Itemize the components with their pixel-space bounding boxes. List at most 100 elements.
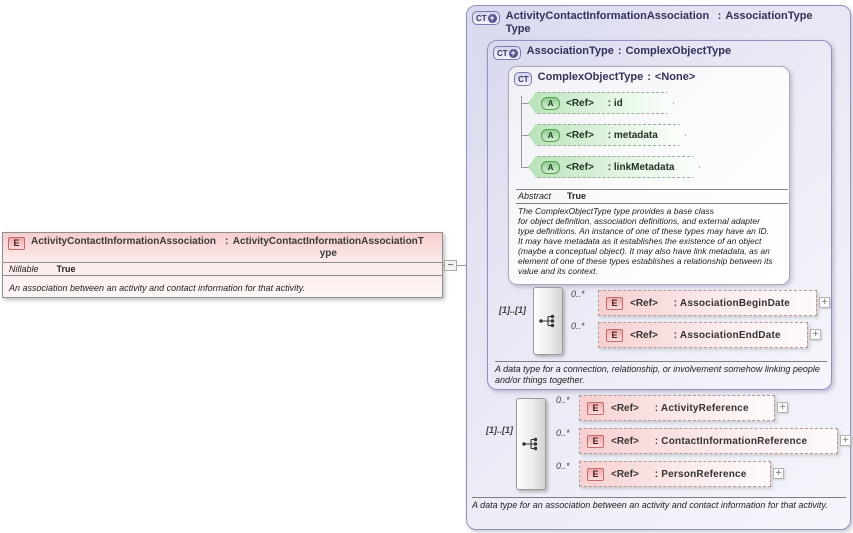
property-row-nillable: Nillable True	[3, 262, 442, 275]
complex-type-badge-label: CT	[518, 74, 529, 84]
property-label: Nillable	[9, 264, 39, 274]
colon-separator: :	[617, 45, 622, 57]
base-type-name: AssociationType	[725, 10, 813, 22]
type-description: The ComplexObjectType type provides a ba…	[516, 204, 788, 276]
element-badge-icon: E	[587, 468, 604, 481]
element-name: : ActivityReference	[654, 402, 749, 414]
sequence-icon	[533, 287, 563, 355]
sequence-icon	[516, 398, 546, 490]
complex-type-plus-icon: CT +	[472, 11, 500, 25]
separator-line	[516, 203, 788, 204]
description-line: value and its context.	[518, 266, 598, 276]
complex-type-plus-icon: CT +	[493, 46, 521, 60]
occurrence-label: 0..*	[556, 461, 570, 471]
element-ref-associationenddate[interactable]: E <Ref> : AssociationEndDate	[598, 322, 808, 348]
connector-attributes-vertical	[521, 96, 522, 167]
attribute-ref-label: <Ref>	[566, 97, 594, 109]
connector-attribute-linkmetadata	[521, 167, 529, 168]
element-box-title: ActivityContactInformationAssociation : …	[31, 236, 424, 260]
element-badge-icon: E	[587, 435, 604, 448]
associationtype-description-block: A data type for a connection, relationsh…	[495, 361, 827, 386]
property-value: True	[567, 191, 587, 201]
type-box-title: AssociationType : ComplexObjectType	[527, 45, 731, 58]
cardinality-label: [1]..[1]	[499, 305, 526, 315]
collapse-icon[interactable]: −	[444, 260, 457, 271]
element-name: : AssociationBeginDate	[673, 297, 791, 309]
attribute-badge-icon: A	[541, 129, 560, 142]
plus-circle-icon: +	[487, 12, 497, 23]
element-ref-label: <Ref>	[611, 402, 639, 414]
description-line: The ComplexObjectType type provides a ba…	[518, 206, 714, 216]
expand-icon[interactable]: +	[810, 329, 821, 340]
colon-separator: :	[717, 10, 722, 22]
colon-separator: :	[225, 236, 229, 247]
element-description-row: An association between an activity and c…	[3, 275, 442, 297]
element-badge-icon: E	[8, 237, 25, 250]
property-value: True	[56, 264, 76, 274]
property-label: Abstract	[518, 191, 552, 201]
element-box-header: E ActivityContactInformationAssociation …	[3, 233, 442, 262]
base-type-name: <None>	[654, 71, 696, 83]
element-ref-personreference[interactable]: E <Ref> : PersonReference	[579, 461, 771, 487]
outer-type-description-block: A data type for an association between a…	[472, 497, 846, 511]
complex-type-icon: CT	[514, 72, 532, 86]
occurrence-label: 0..*	[571, 289, 585, 299]
complex-type-badge-label: CT	[497, 48, 508, 58]
description-line: It may have metadata as it establishes t…	[518, 236, 762, 246]
attribute-name: : linkMetadata	[607, 161, 675, 173]
expand-icon[interactable]: +	[773, 468, 784, 479]
type-name: AssociationType	[526, 45, 614, 57]
occurrence-label: 0..*	[556, 395, 570, 405]
attribute-badge-icon: A	[541, 97, 560, 110]
attribute-ref-label: <Ref>	[566, 161, 594, 173]
element-ref-associationbegindate[interactable]: E <Ref> : AssociationBeginDate	[598, 290, 817, 316]
element-type-name: ActivityContactInformationAssociationTyp…	[232, 236, 424, 259]
expand-icon[interactable]: +	[777, 402, 788, 413]
attribute-name: : id	[607, 97, 623, 109]
element-name: : AssociationEndDate	[673, 329, 781, 341]
sequence-glyph	[522, 437, 538, 451]
connector-element-to-type	[443, 265, 477, 266]
element-name: ActivityContactInformationAssociation	[31, 236, 217, 247]
connector-attribute-id	[521, 103, 529, 104]
element-name: : ContactInformationReference	[654, 435, 808, 447]
type-box-header: CT + ActivityContactInformationAssociati…	[467, 6, 850, 38]
attribute-ref-metadata[interactable]: A <Ref> : metadata	[528, 124, 686, 146]
description-line: type definitions. An instance of one of …	[518, 226, 770, 236]
element-badge-icon: E	[606, 297, 623, 310]
element-ref-label: <Ref>	[630, 297, 658, 309]
expand-icon[interactable]: +	[819, 297, 830, 308]
type-description: A data type for a connection, relationsh…	[495, 364, 820, 385]
element-ref-contactinformationreference[interactable]: E <Ref> : ContactInformationReference	[579, 428, 838, 454]
base-type-name: ComplexObjectType	[625, 45, 732, 57]
attribute-ref-linkmetadata[interactable]: A <Ref> : linkMetadata	[528, 156, 700, 178]
element-ref-activityreference[interactable]: E <Ref> : ActivityReference	[579, 395, 775, 421]
description-line: for object definition, association defin…	[518, 216, 760, 226]
attribute-ref-label: <Ref>	[566, 129, 594, 141]
attribute-name: : metadata	[607, 129, 658, 141]
complex-type-badge-label: CT	[476, 13, 487, 23]
sequence-glyph	[539, 314, 555, 328]
type-name: ComplexObjectType	[537, 71, 644, 83]
type-box-title: ActivityContactInformationAssociationTyp…	[506, 10, 813, 36]
connector-attribute-metadata	[521, 135, 529, 136]
occurrence-label: 0..*	[556, 428, 570, 438]
attribute-badge-icon: A	[541, 161, 560, 174]
expand-icon[interactable]: +	[840, 435, 851, 446]
type-box-title: ComplexObjectType : <None>	[538, 71, 696, 84]
element-ref-label: <Ref>	[611, 435, 639, 447]
type-box-header: CT + AssociationType : ComplexObjectType	[488, 41, 831, 62]
property-row-abstract: Abstract True	[516, 190, 788, 203]
element-badge-icon: E	[587, 402, 604, 415]
occurrence-label: 0..*	[571, 321, 585, 331]
type-description: A data type for an association between a…	[472, 500, 828, 510]
complexobjecttype-details: Abstract True The ComplexObjectType type…	[516, 189, 788, 276]
attribute-ref-id[interactable]: A <Ref> : id	[528, 92, 674, 114]
plus-circle-icon: +	[508, 47, 518, 58]
description-line: (maybe a conceptual object). It may also…	[518, 246, 770, 256]
element-badge-icon: E	[606, 329, 623, 342]
type-name: ActivityContactInformationAssociationTyp…	[505, 10, 710, 35]
element-box-activitycontactinformationassociation[interactable]: E ActivityContactInformationAssociation …	[2, 232, 443, 298]
description-line: element of one of these types establishe…	[518, 256, 773, 266]
